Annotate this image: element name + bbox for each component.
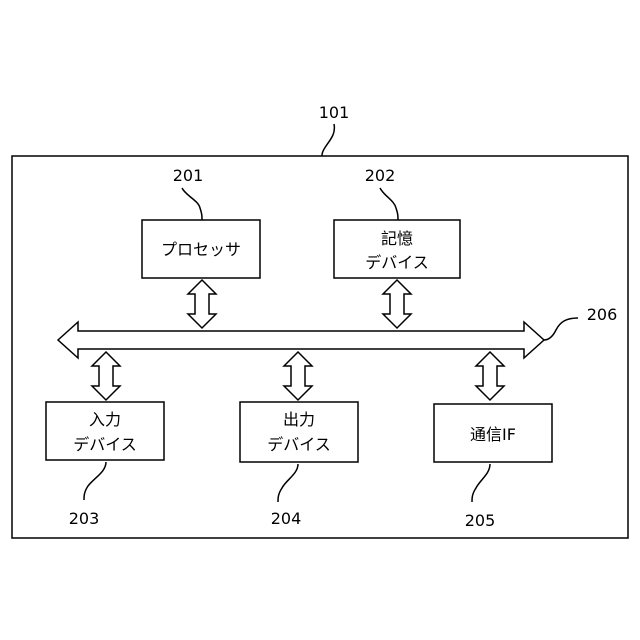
input-ref-label: 203 <box>69 509 100 528</box>
input-label-line2: デバイス <box>73 435 137 454</box>
storage-label-line2: デバイス <box>365 253 429 272</box>
system-ref-label: 101 <box>319 103 350 122</box>
output-label-line1: 出力 <box>283 410 315 429</box>
storage-label-line1: 記憶 <box>381 229 413 248</box>
processor-label: プロセッサ <box>161 240 241 259</box>
output-ref-label: 204 <box>271 509 302 528</box>
processor-ref-label: 201 <box>173 166 204 185</box>
system-ref-leader <box>322 124 334 156</box>
input-label-line1: 入力 <box>89 410 121 429</box>
comm-label: 通信IF <box>470 425 516 444</box>
output-label-line2: デバイス <box>267 435 331 454</box>
comm-ref-label: 205 <box>465 511 496 530</box>
storage-ref-label: 202 <box>365 166 396 185</box>
bus-ref-label: 206 <box>587 305 618 324</box>
